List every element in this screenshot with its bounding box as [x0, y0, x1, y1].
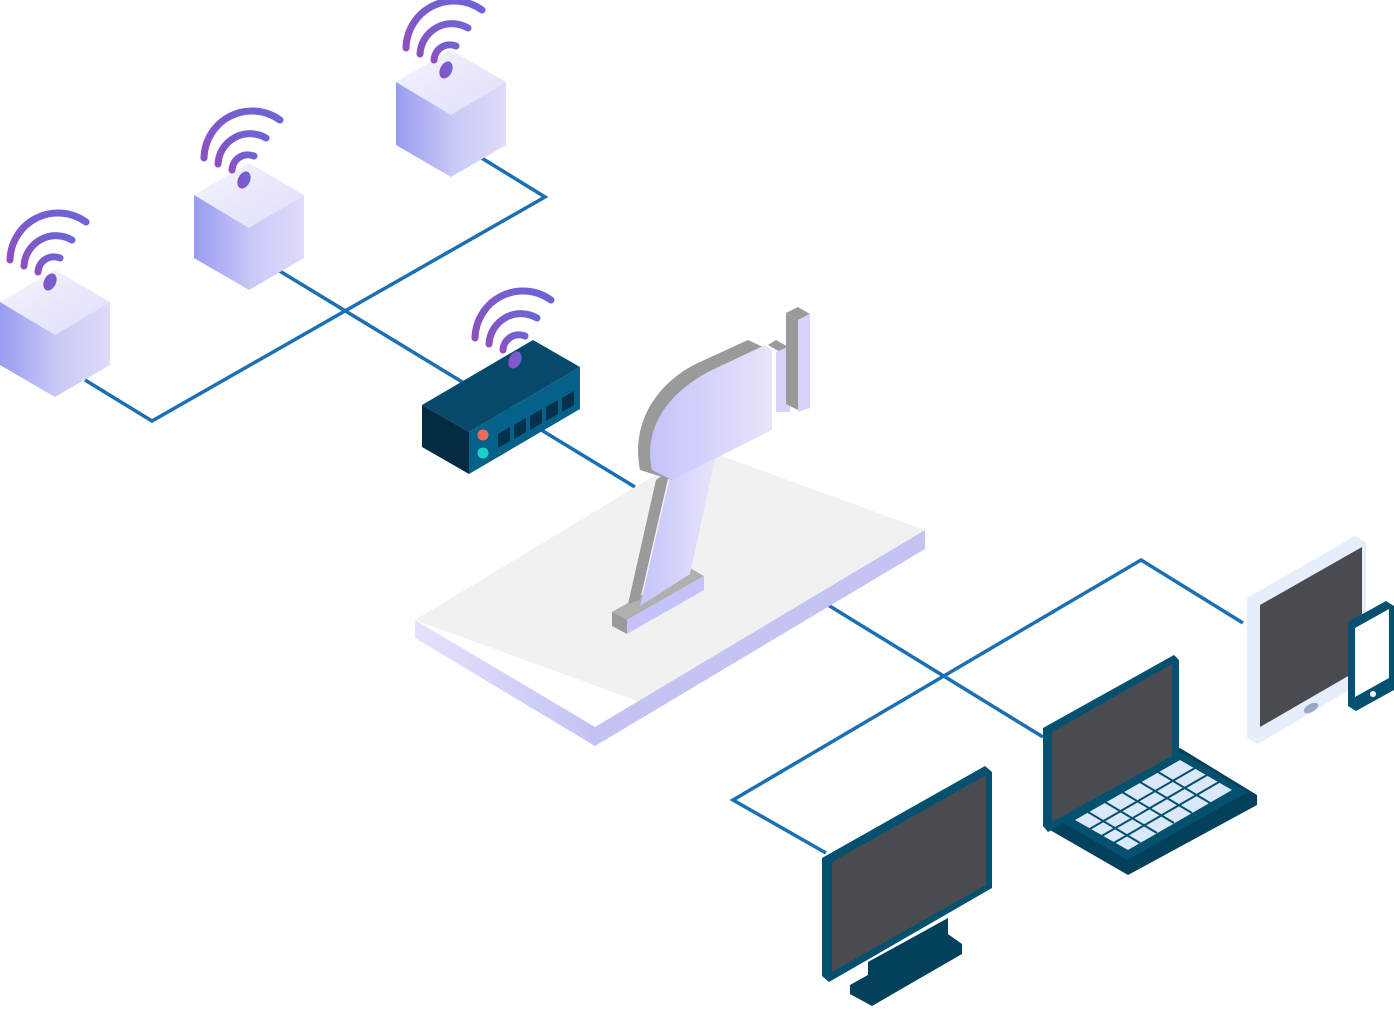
- connector-cube-router: [277, 268, 636, 489]
- smartphone-icon: [1348, 601, 1394, 711]
- wifi-router-icon: [422, 291, 580, 474]
- connector-lines: [84, 155, 1244, 855]
- tablet-icon: [1247, 536, 1366, 744]
- iot-cube-icon-3: [396, 1, 506, 177]
- connector-cubes: [84, 155, 549, 424]
- laptop-icon: [1043, 655, 1257, 875]
- iot-cube-icon-1: [0, 213, 110, 397]
- barcode-scanner-icon: [612, 307, 810, 634]
- connector-devices: [729, 557, 1244, 855]
- connector-platform-devices: [827, 603, 1044, 739]
- desktop-monitor-icon: [822, 766, 992, 1006]
- iot-cube-icon-2: [194, 111, 304, 290]
